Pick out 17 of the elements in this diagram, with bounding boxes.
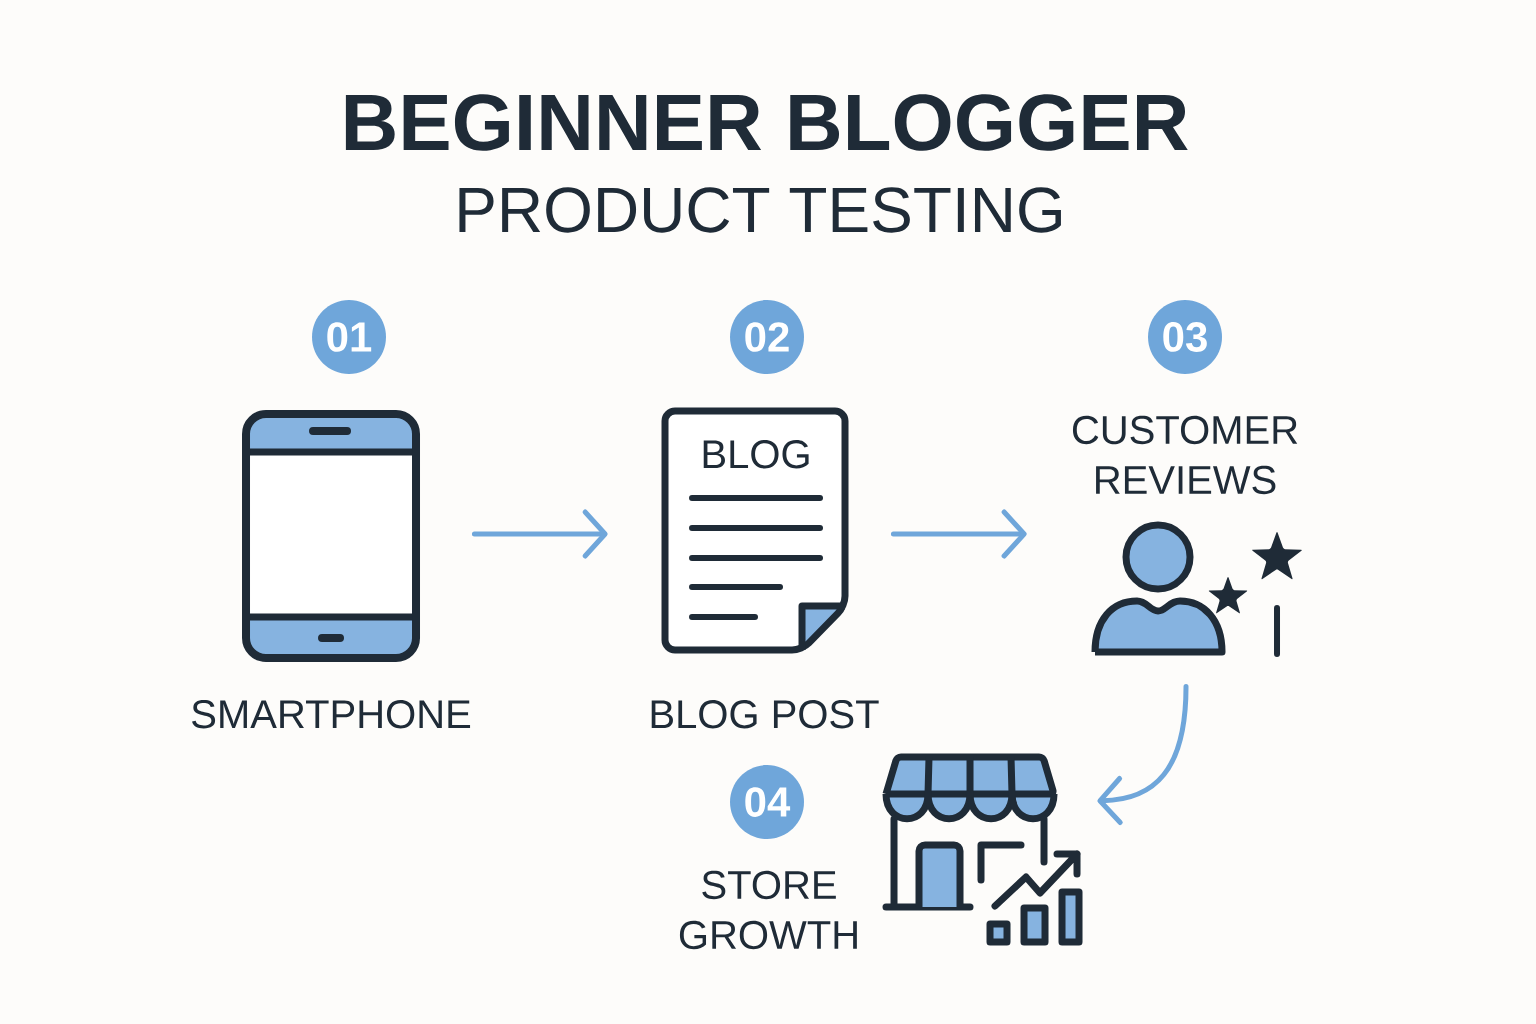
step-label: STORE GROWTH xyxy=(679,870,857,950)
subtitle: PRODUCT TESTING xyxy=(459,187,1061,233)
storefront-chart-icon xyxy=(882,753,1083,946)
arrow xyxy=(471,509,608,559)
arrow xyxy=(890,509,1027,559)
document-heading: BLOG xyxy=(703,440,809,469)
step-label: CUSTOMER REVIEWS xyxy=(1072,415,1298,495)
curved-arrow xyxy=(1097,683,1189,825)
number-badge: 04 xyxy=(730,765,804,839)
smartphone-icon xyxy=(242,410,420,662)
number-badge: 03 xyxy=(1148,300,1222,374)
title: BEGINNER BLOGGER xyxy=(345,94,1188,151)
step-label: BLOG POST xyxy=(651,700,879,729)
step-label: SMARTPHONE xyxy=(192,700,471,729)
number-badge: 01 xyxy=(312,300,386,374)
number-badge: 02 xyxy=(730,300,804,374)
person-with-stars-icon xyxy=(1091,521,1302,657)
